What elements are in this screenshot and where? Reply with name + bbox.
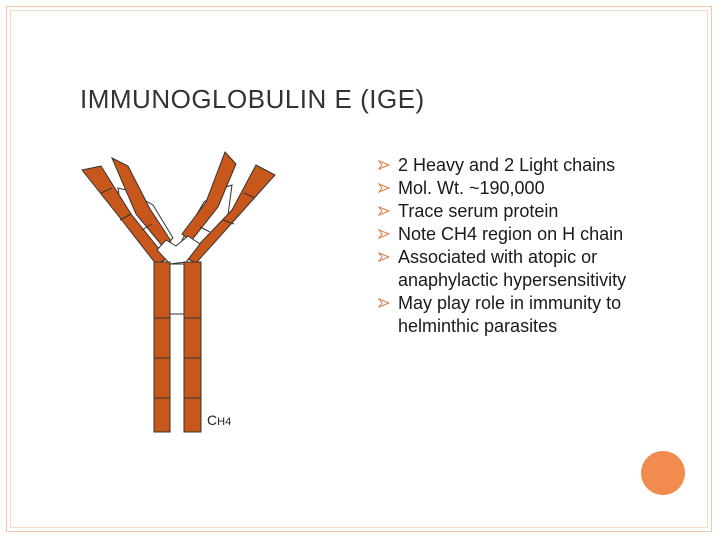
arrow-bullet-icon [378, 182, 390, 194]
ch4-label: CH4 [207, 412, 231, 428]
bullet-item: Trace serum protein [378, 200, 678, 223]
bullet-item: Note CH4 region on H chain [378, 223, 678, 246]
bullet-item: Mol. Wt. ~190,000 [378, 177, 678, 200]
bullet-item: Associated with atopic or anaphylactic h… [378, 246, 678, 292]
arrow-bullet-icon [378, 297, 390, 309]
arrow-bullet-icon [378, 251, 390, 263]
arrow-bullet-icon [378, 228, 390, 240]
bullet-item: 2 Heavy and 2 Light chains [378, 154, 678, 177]
arrow-bullet-icon [378, 205, 390, 217]
bullet-item: May play role in immunity to helminthic … [378, 292, 678, 338]
stem-gap [170, 264, 184, 314]
orange-circle-icon [641, 451, 685, 495]
right-heavy-stem [184, 262, 201, 432]
arrow-bullet-icon [378, 159, 390, 171]
left-heavy-stem [154, 262, 170, 432]
bullet-list: 2 Heavy and 2 Light chains Mol. Wt. ~190… [378, 154, 678, 338]
